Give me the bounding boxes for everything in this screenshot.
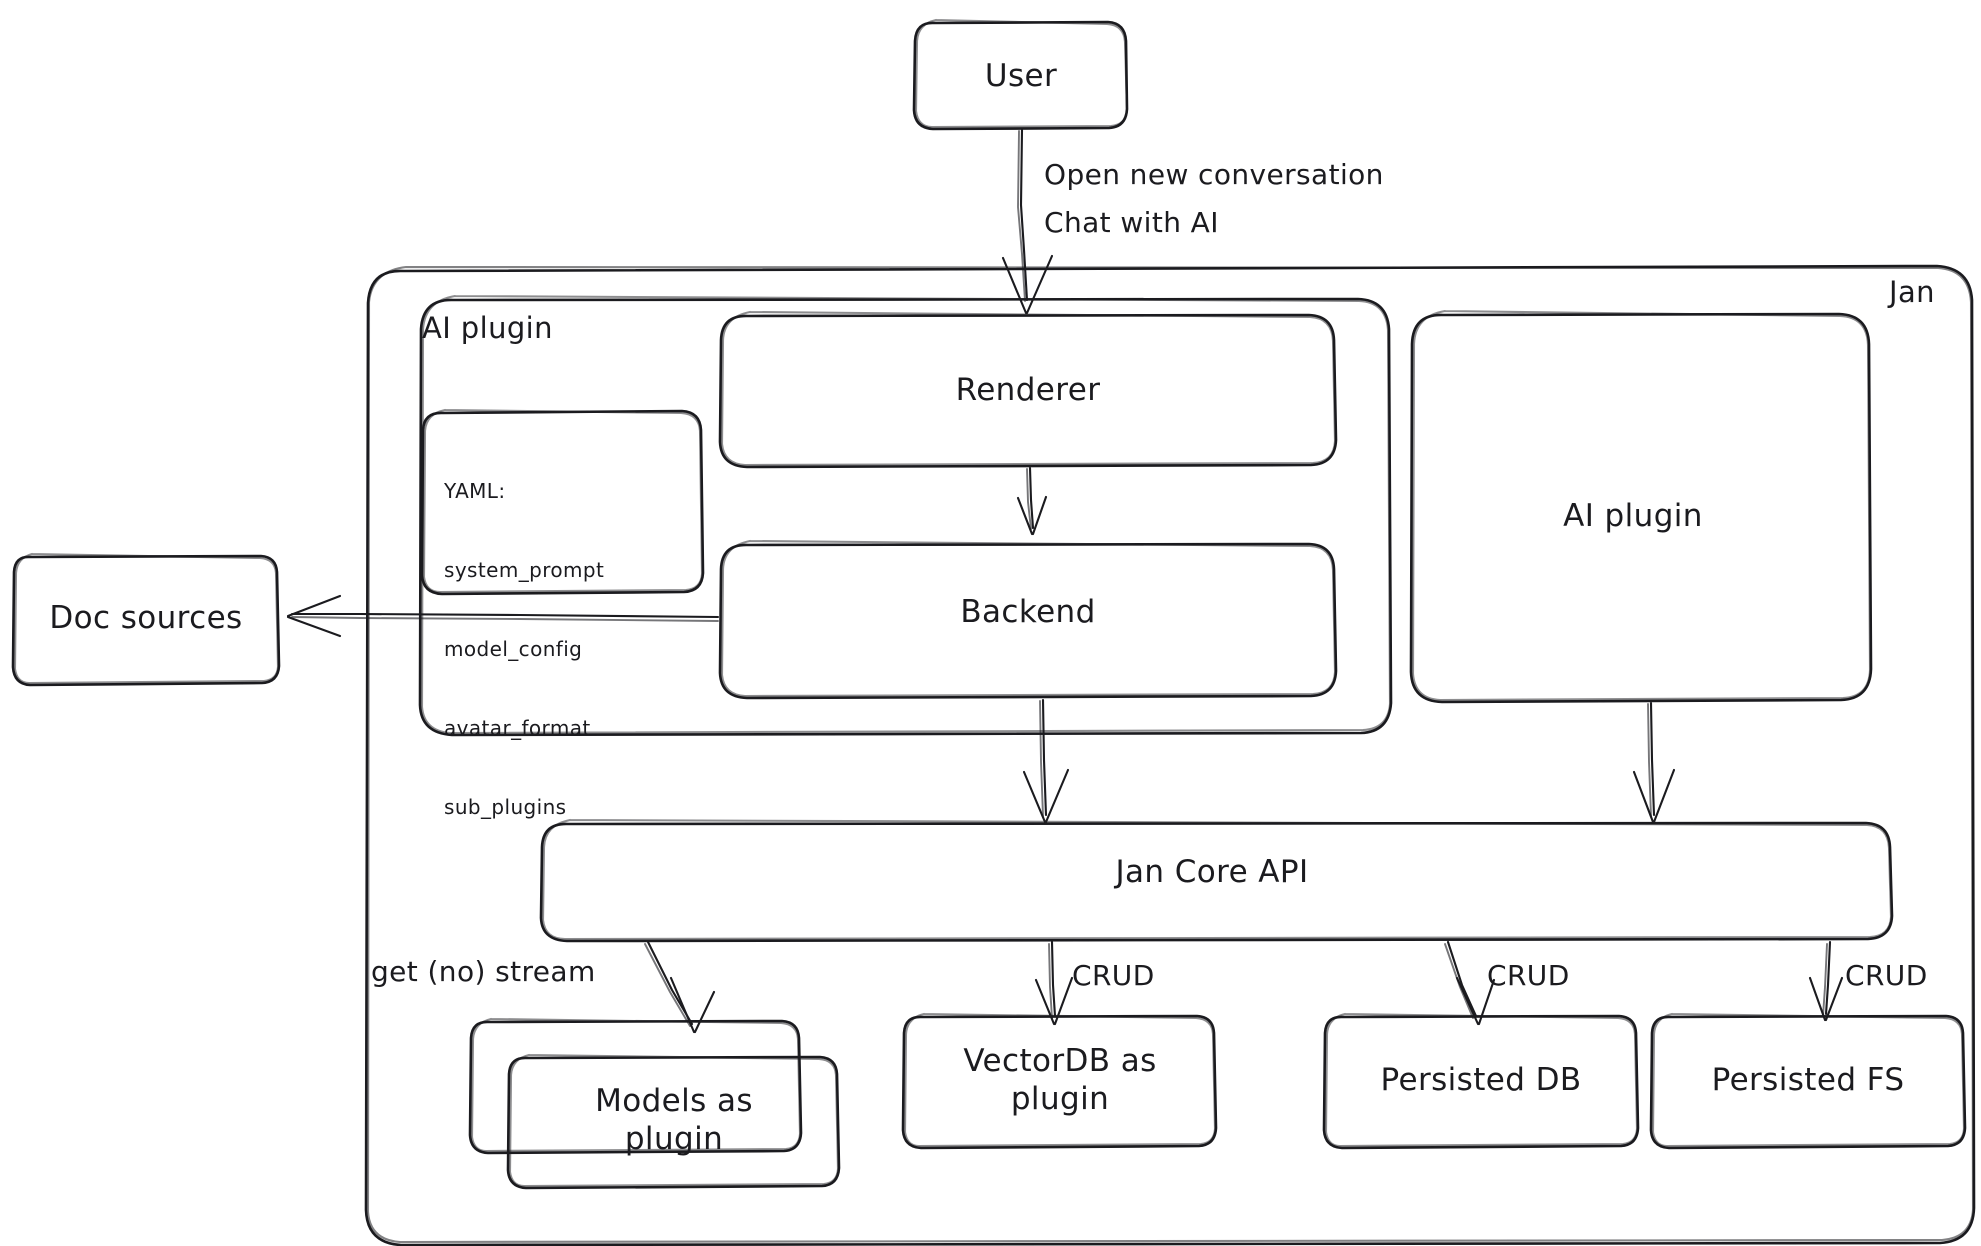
node-persisted-fs-shape[interactable] — [1649, 1012, 1967, 1150]
node-ai-plugin-right-shape[interactable] — [1409, 309, 1873, 704]
node-vectordb-as-plugin-shape[interactable] — [901, 1012, 1218, 1150]
edge-renderer-to-backend — [1016, 466, 1048, 536]
edge-user-to-renderer — [1001, 128, 1054, 315]
node-renderer-shape[interactable] — [718, 310, 1338, 469]
edge-core-to-vectordb — [1034, 940, 1074, 1026]
node-models-as-plugin-shape-back — [468, 1017, 803, 1155]
node-backend-shape[interactable] — [718, 539, 1338, 700]
edge-ai-plugin-to-core — [1632, 701, 1676, 824]
edge-core-to-persisted-fs — [1808, 940, 1844, 1022]
edge-backend-to-doc-sources — [286, 594, 720, 638]
node-doc-sources-shape[interactable] — [11, 552, 281, 687]
edge-core-to-persisted-db — [1444, 940, 1496, 1026]
edge-core-to-models — [644, 940, 716, 1034]
group-ai-plugin-border — [418, 294, 1393, 737]
node-user-shape[interactable] — [912, 18, 1129, 131]
node-yaml-card-shape — [420, 408, 705, 596]
node-jan-core-api-shape[interactable] — [539, 818, 1894, 943]
group-jan-border — [364, 264, 1976, 1246]
edge-backend-to-core — [1022, 698, 1070, 824]
node-persisted-db-shape[interactable] — [1322, 1012, 1640, 1150]
node-models-as-plugin-shape[interactable] — [506, 1053, 841, 1190]
